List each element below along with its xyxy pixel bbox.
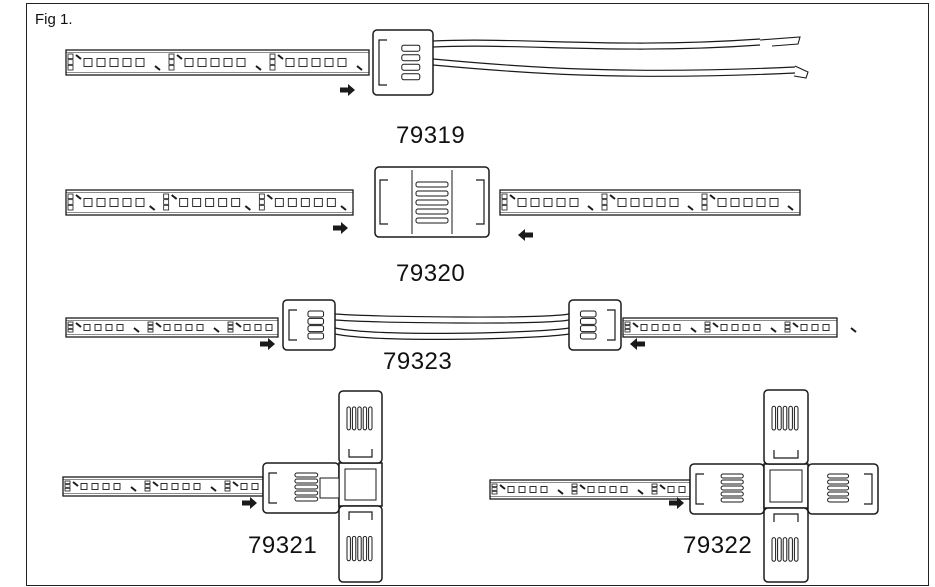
led-strip [622,317,857,338]
insert-arrow-icon [669,497,684,509]
wire-end [793,65,809,79]
contact-pad [319,477,340,499]
led-strip [65,49,370,76]
led-strip [499,189,801,216]
clip-connector-housing [338,505,383,583]
figure-frame [26,3,929,586]
figure-label: Fig 1. [35,11,73,28]
led-strip [489,479,724,500]
junction-hub [763,463,809,509]
led-strip [62,476,297,497]
clip-connector-housing [568,299,622,351]
insert-arrow-icon [260,338,275,350]
wire-lead [334,313,570,324]
junction-hub [338,462,383,507]
insert-arrow-icon [630,338,645,350]
insert-arrow-icon [340,84,355,96]
insert-arrow-icon [242,497,257,509]
model-number-79322: 79322 [683,532,753,559]
led-strip [65,317,300,338]
clip-connector-housing [374,166,490,238]
led-strip [65,189,354,216]
insert-arrow-icon [333,222,348,234]
wire-lead [334,327,570,340]
model-number-79321: 79321 [248,532,318,559]
clip-connector-housing [338,390,383,464]
wire-end [759,36,801,47]
clip-connector-housing [807,463,879,515]
wire-lead [432,58,796,77]
clip-connector-housing [689,463,765,515]
clip-connector-housing [262,462,340,514]
model-number-79323: 79323 [383,348,453,375]
clip-connector-housing [763,507,809,583]
clip-connector-housing [282,299,336,351]
model-number-79320: 79320 [396,260,466,287]
clip-connector-housing [763,389,809,465]
wire-lead [432,38,761,50]
model-number-79319: 79319 [396,122,466,149]
insert-arrow-icon [518,229,533,241]
clip-connector-housing [372,29,434,96]
